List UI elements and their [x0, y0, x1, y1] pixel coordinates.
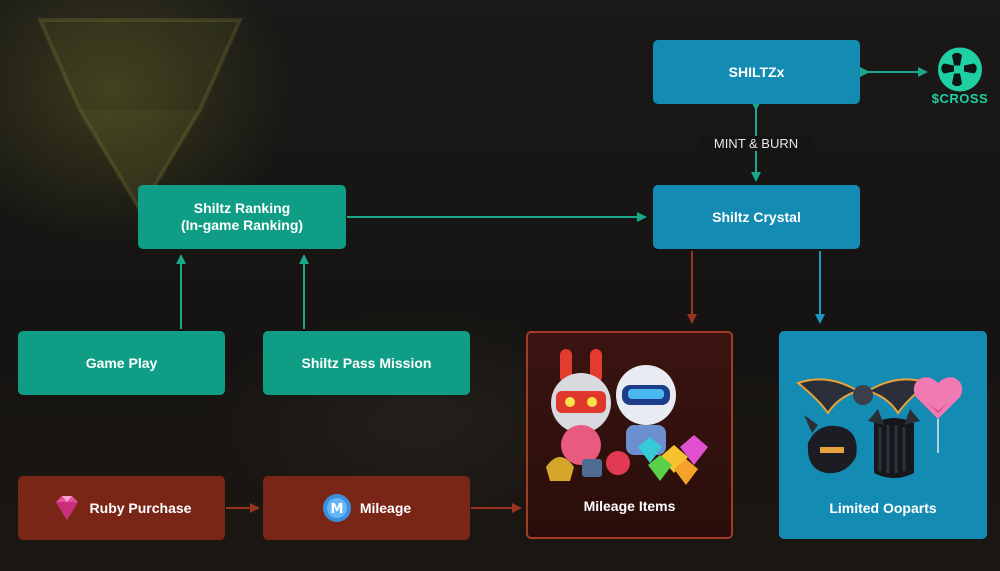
shiltz-crystal-box: Shiltz Crystal — [653, 185, 860, 249]
pass-mission-label: Shiltz Pass Mission — [301, 354, 432, 371]
cross-label: $CROSS — [931, 91, 989, 106]
dragon-helmet-icon — [804, 415, 857, 474]
cross-logo-icon — [938, 47, 982, 92]
limited-ooparts-label: Limited Ooparts — [829, 500, 937, 516]
limited-ooparts-illustration — [795, 377, 963, 478]
gem-cluster-icon — [546, 435, 708, 485]
mileage-label: Mileage — [359, 499, 412, 516]
armor-icon — [868, 409, 920, 478]
crystal-label: Shiltz Crystal — [712, 208, 801, 225]
svg-text:M: M — [330, 502, 343, 517]
wings-icon — [795, 378, 931, 415]
game-play-box: Game Play — [18, 331, 225, 395]
mint-burn-label: MINT & BURN — [700, 136, 812, 151]
pass-mission-box: Shiltz Pass Mission — [263, 331, 470, 395]
ruby-gem-icon — [55, 496, 78, 520]
shiltzx-box: SHILTZx — [653, 40, 860, 104]
bunny-robot-icon — [551, 349, 611, 465]
shiltzx-label: SHILTZx — [728, 63, 785, 80]
ranking-label-line1: Shiltz Ranking — [193, 200, 291, 216]
ruby-purchase-label: Ruby Purchase — [89, 499, 192, 516]
mileage-items-illustration — [546, 349, 708, 485]
mileage-items-box: Mileage Items — [526, 331, 733, 539]
heart-balloon-icon — [913, 377, 963, 453]
mileage-box: M Mileage — [263, 476, 470, 540]
ruby-purchase-box: Ruby Purchase — [18, 476, 225, 540]
mileage-items-label: Mileage Items — [583, 498, 676, 514]
ranking-label-line2: (In-game Ranking) — [180, 217, 304, 233]
limited-ooparts-box: Limited Ooparts — [779, 331, 987, 539]
shiltz-ranking-box: Shiltz Ranking (In-game Ranking) — [138, 185, 346, 249]
mileage-coin-icon: M — [322, 494, 351, 522]
game-play-label: Game Play — [85, 354, 158, 371]
